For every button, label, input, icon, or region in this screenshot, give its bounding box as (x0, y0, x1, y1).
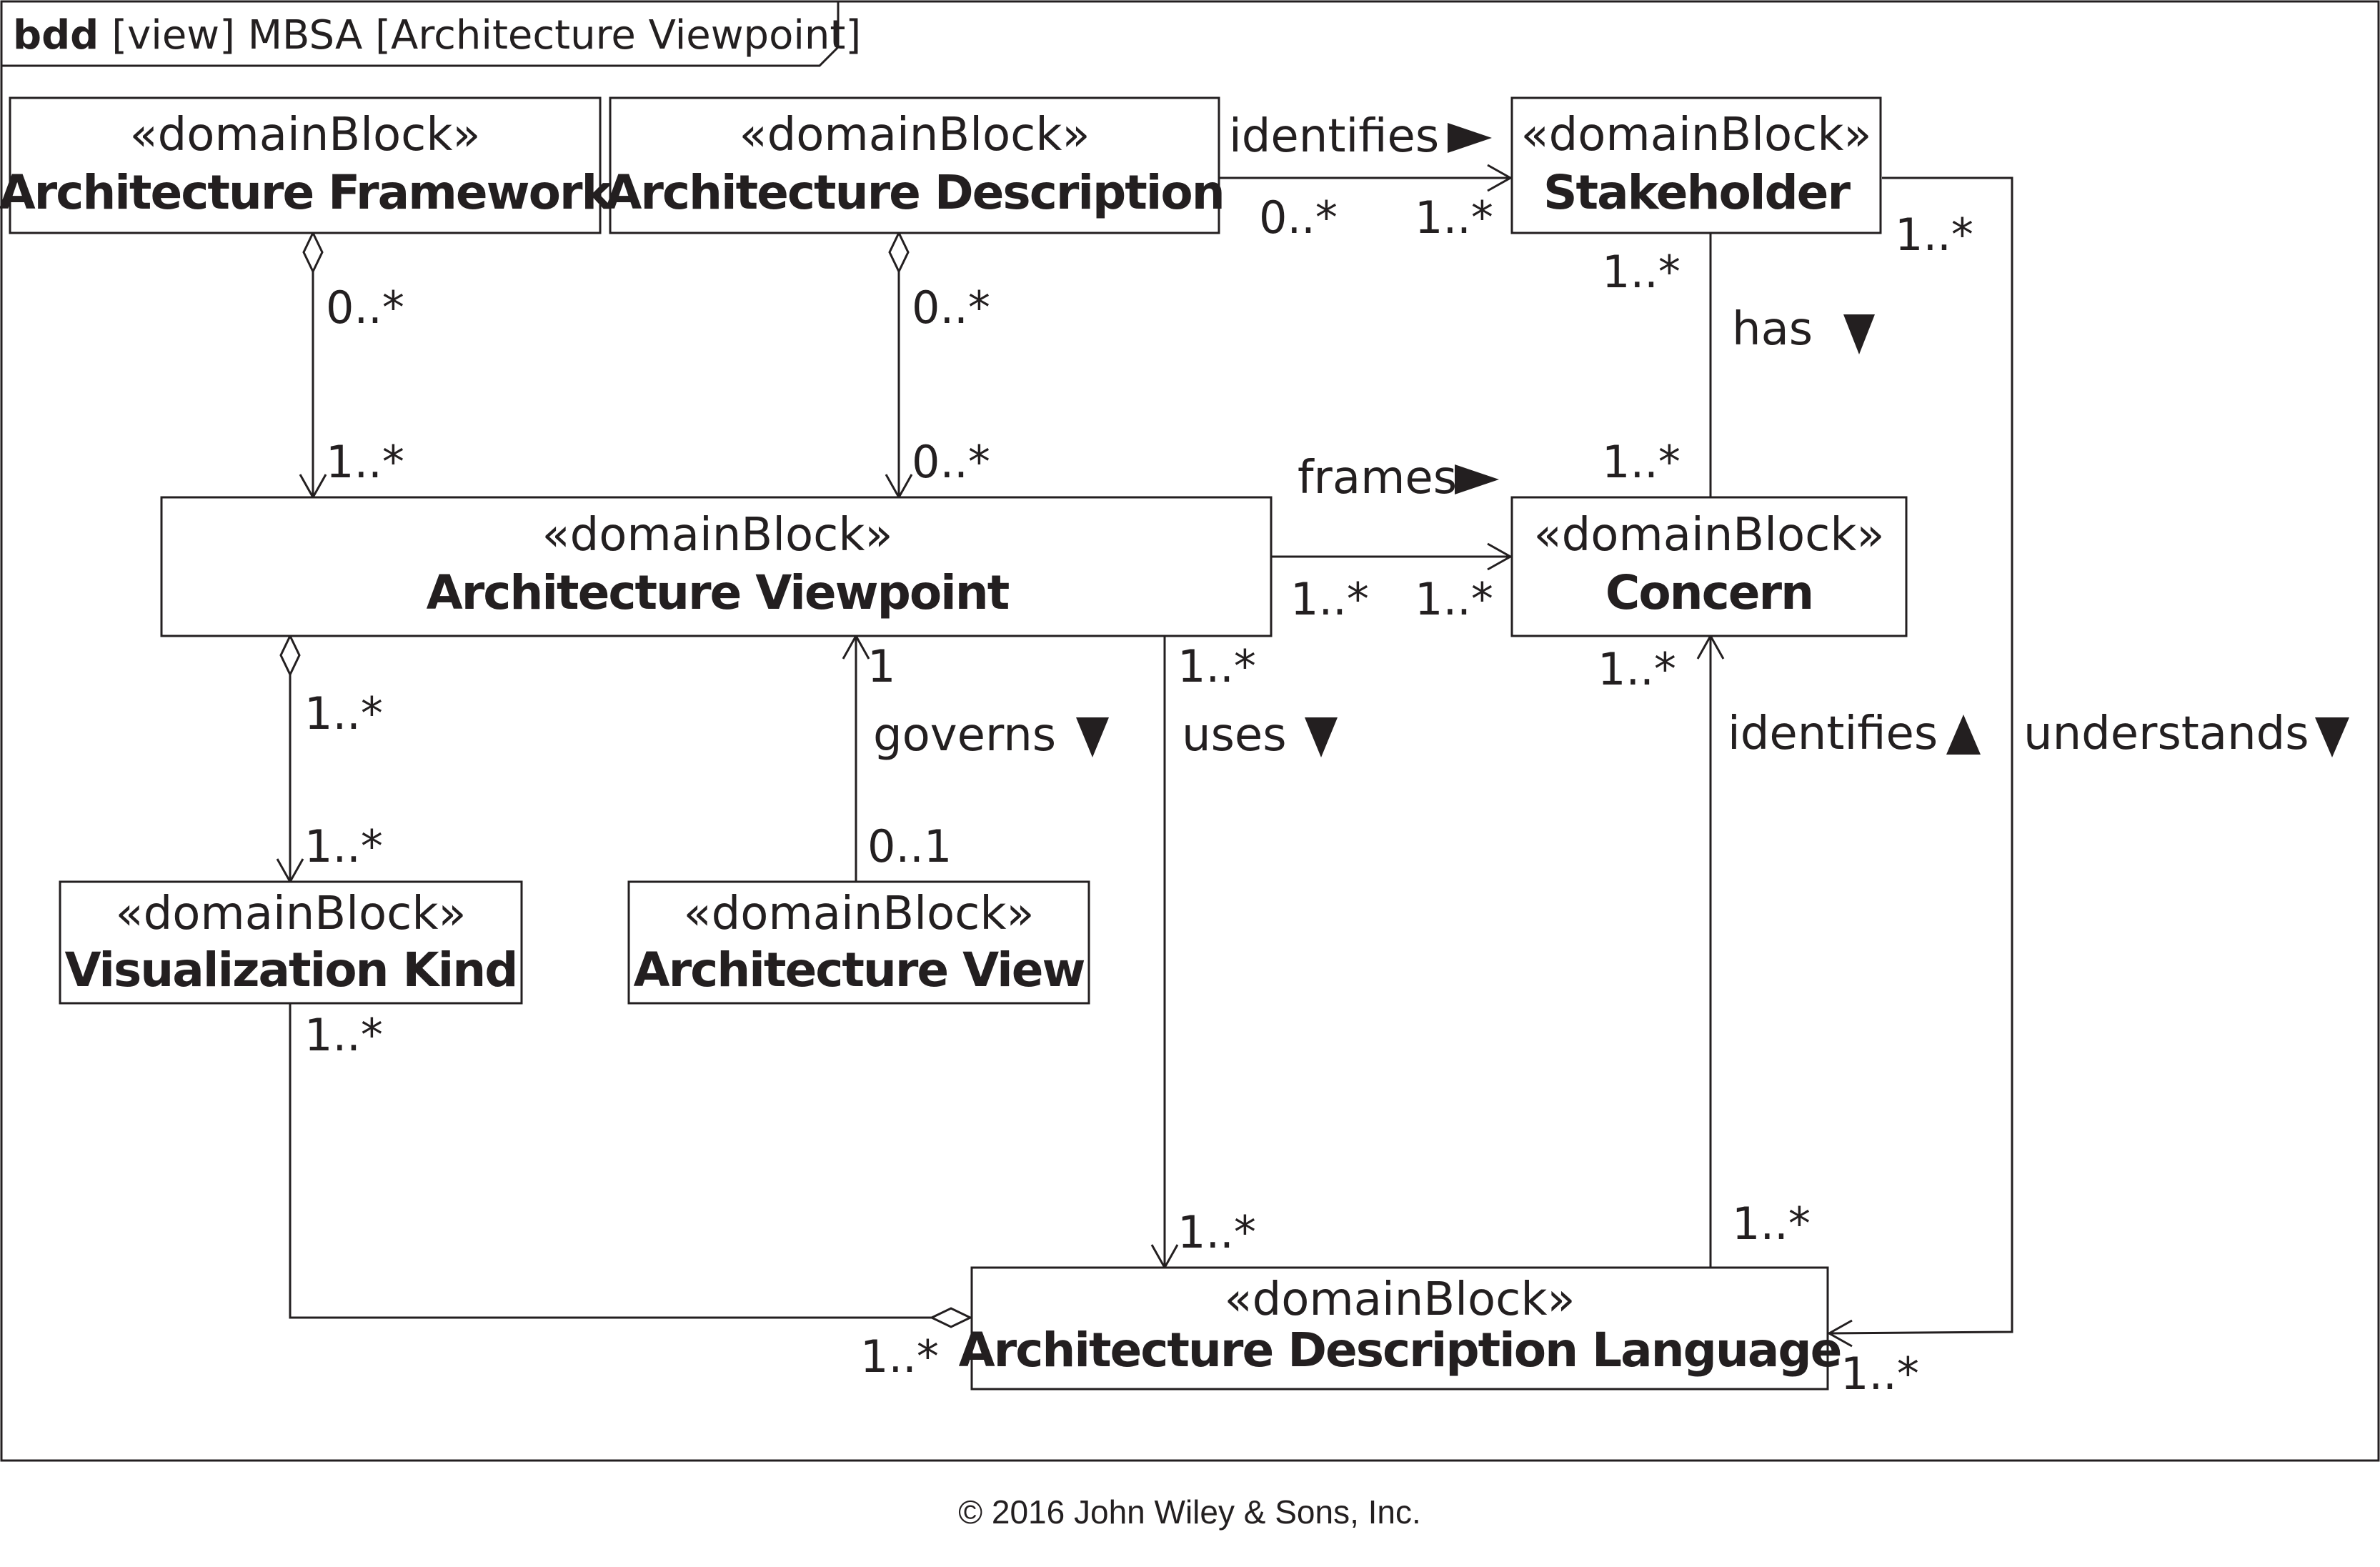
block-concern[interactable]: «domainBlock» Concern (1510, 496, 1908, 637)
aggregation-diamond-adl (929, 1307, 973, 1328)
frame-header-tab (1, 1, 840, 67)
frame-title: [view] MBSA [Architecture Viewpoint] (111, 12, 861, 59)
aggregation-diamond-ad (888, 230, 910, 274)
block-architecture-framework[interactable]: «domainBlock» Architecture Framework (0, 96, 616, 234)
aggregation-diamond-af (302, 230, 324, 274)
assoc-label-uses: uses (1182, 709, 1287, 762)
multiplicity: 1 (867, 640, 895, 692)
block-architecture-description-box[interactable] (609, 96, 1220, 234)
direction-triangle-down-icon (1076, 717, 1109, 757)
multiplicity: 0..* (326, 282, 404, 334)
block-name: Architecture View (634, 942, 1085, 998)
direction-triangle-right-icon (1448, 123, 1492, 153)
block-stereotype: «domainBlock» (115, 887, 466, 940)
assoc-label-adl-identifies: identifies (1728, 707, 1938, 760)
block-architecture-description-language-box[interactable] (970, 1266, 1829, 1391)
assoc-label-has: has (1732, 303, 1813, 356)
multiplicity: 1..* (1602, 246, 1681, 298)
multiplicity: 1..* (1177, 640, 1256, 692)
block-visualization-kind[interactable]: «domainBlock» Visualization Kind (59, 880, 523, 1005)
multiplicity: 0..* (1259, 191, 1338, 244)
assoc-label-ad-identifies: identifies (1229, 110, 1439, 163)
arrowhead-stakeholder (1487, 164, 1513, 192)
block-stereotype: «domainBlock» (542, 509, 892, 562)
multiplicity: 1..* (304, 820, 383, 872)
block-stereotype: «domainBlock» (129, 109, 480, 161)
block-stakeholder[interactable]: «domainBlock» Stakeholder (1510, 96, 1882, 234)
diagram-frame: bdd [view] MBSA [Architecture Viewpoint] (0, 0, 2380, 1462)
multiplicity: 1..* (1290, 573, 1369, 625)
multiplicity: 1..* (1177, 1206, 1256, 1258)
multiplicity: 1..* (304, 687, 383, 740)
frame-kind: bdd (13, 12, 99, 59)
block-stereotype: «domainBlock» (1224, 1273, 1575, 1326)
assoc-line-stakeholder-adl (1828, 176, 2013, 1335)
block-architecture-view-box[interactable] (627, 880, 1090, 1005)
block-name: Stakeholder (1543, 165, 1851, 220)
block-concern-box[interactable] (1510, 496, 1908, 637)
block-architecture-viewpoint-box[interactable] (160, 496, 1273, 637)
multiplicity: 1..* (1598, 643, 1676, 695)
direction-triangle-down-icon (1843, 314, 1875, 354)
block-visualization-kind-box[interactable] (59, 880, 523, 1005)
arrowhead-concern-frames (1487, 542, 1513, 571)
assoc-label-governs: governs (873, 709, 1056, 762)
frame-border (0, 0, 2380, 1462)
copyright-notice: © 2016 John Wiley & Sons, Inc. (958, 1493, 1421, 1531)
direction-triangle-down-icon (1305, 717, 1338, 757)
block-stereotype: «domainBlock» (1533, 509, 1884, 562)
multiplicity: 1..* (1732, 1198, 1811, 1250)
multiplicity: 0..* (912, 436, 990, 488)
block-name: Visualization Kind (64, 942, 517, 998)
block-architecture-viewpoint[interactable]: «domainBlock» Architecture Viewpoint (160, 496, 1273, 637)
block-name: Concern (1605, 565, 1813, 620)
block-name: Architecture Description (605, 165, 1224, 220)
block-name: Architecture Framework (0, 165, 614, 220)
block-stereotype: «domainBlock» (683, 887, 1034, 940)
multiplicity: 1..* (326, 436, 404, 488)
assoc-label-understands: understands (2023, 707, 2309, 760)
block-stereotype: «domainBlock» (1520, 109, 1871, 161)
multiplicity: 1..* (1895, 209, 1973, 261)
assoc-label-frames: frames (1298, 452, 1457, 504)
connectors (276, 164, 2013, 1348)
multiplicity: 0..1 (867, 820, 952, 872)
block-architecture-view[interactable]: «domainBlock» Architecture View (627, 880, 1090, 1005)
multiplicity: 1..* (1841, 1348, 1919, 1400)
multiplicities: 0..* 1..* 0..* 1..* 0..* 0..* 1..* 1..* … (304, 191, 1973, 1400)
block-architecture-description-language[interactable]: «domainBlock» Architecture Description L… (959, 1266, 1842, 1391)
frame-header: bdd [view] MBSA [Architecture Viewpoint] (13, 12, 861, 59)
block-stakeholder-box[interactable] (1510, 96, 1882, 234)
direction-triangle-right-icon (1455, 464, 1499, 494)
aggregation-diamond-viewpoint (279, 633, 301, 677)
block-name: Architecture Viewpoint (427, 565, 1010, 620)
direction-triangle-down-icon (2315, 717, 2349, 757)
block-architecture-framework-box[interactable] (9, 96, 602, 234)
multiplicity: 0..* (912, 282, 990, 334)
arrowhead-adl-understands (1826, 1319, 1853, 1348)
multiplicity: 1..* (860, 1330, 939, 1383)
association-labels: identifies has frames governs uses ident… (873, 110, 2349, 762)
block-name: Architecture Description Language (959, 1323, 1841, 1378)
multiplicity: 1..* (1602, 436, 1681, 488)
assoc-line-viskind-adl (289, 1003, 932, 1319)
multiplicity: 1..* (1415, 191, 1493, 244)
multiplicity: 1..* (1415, 573, 1493, 625)
direction-triangle-up-icon (1946, 715, 1981, 755)
block-stereotype: «domainBlock» (739, 109, 1090, 161)
multiplicity: 1..* (304, 1009, 383, 1061)
block-architecture-description[interactable]: «domainBlock» Architecture Description (605, 96, 1225, 234)
